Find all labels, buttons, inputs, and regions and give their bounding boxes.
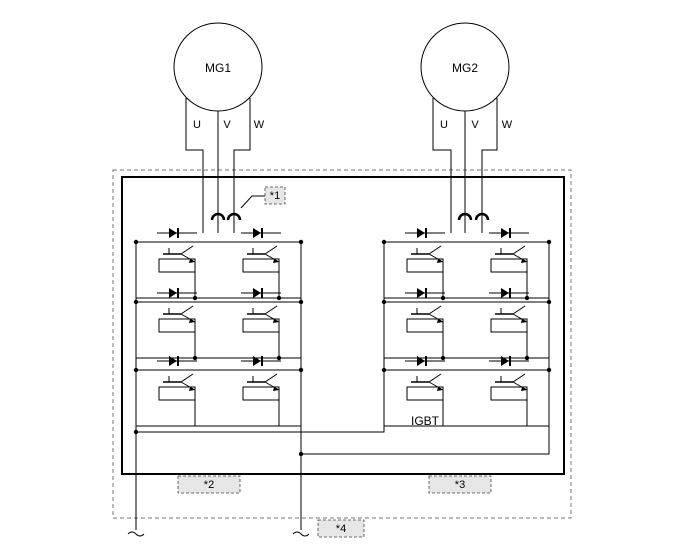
mg1-motor: MG1 U V W — [173, 22, 265, 233]
igbt-collector — [180, 245, 194, 255]
callout-3-label: *3 — [455, 479, 465, 491]
mg2-phase-v: V — [471, 119, 479, 131]
junction-dot — [276, 295, 282, 301]
igbt-arrow — [189, 259, 195, 263]
mg2-phase-w: W — [502, 119, 513, 131]
igbt-collector — [180, 305, 194, 315]
callout-2: *2 — [177, 475, 241, 494]
junction-dot — [440, 355, 446, 361]
mg2-phase-u: U — [440, 119, 448, 131]
crossing-hops — [210, 212, 490, 221]
igbt-collector — [428, 373, 442, 383]
mg1-phase-u: U — [193, 119, 201, 131]
mg1-phase-w: W — [254, 119, 265, 131]
callout-1: *1 — [240, 186, 286, 209]
igbt-collector — [428, 305, 442, 315]
igbt-collector — [512, 373, 526, 383]
callout-4: *4 — [317, 519, 365, 538]
igbt-arrow — [189, 319, 195, 323]
igbt-collector — [264, 245, 278, 255]
dc-bus — [127, 242, 550, 537]
igbt-collector — [264, 373, 278, 383]
igbt-arrow — [521, 319, 527, 323]
junction-dot — [524, 355, 530, 361]
igbt-arrow — [273, 319, 279, 323]
igbt-arrow — [273, 259, 279, 263]
mg1-phase-v: V — [223, 119, 231, 131]
igbt-arrow — [437, 319, 443, 323]
outer-enclosure — [112, 169, 572, 519]
igbt-arrow — [521, 259, 527, 263]
igbt-arrow — [273, 387, 279, 391]
igbt-label: IGBT — [411, 414, 440, 428]
igbt-arrow — [437, 387, 443, 391]
igbt-collector — [512, 305, 526, 315]
callout-3: *3 — [428, 475, 492, 494]
mg2-label: MG2 — [452, 61, 478, 75]
igbt-collector — [512, 245, 526, 255]
callout-1-label: *1 — [270, 190, 280, 202]
junction-dot — [192, 355, 198, 361]
igbt-arrow — [189, 387, 195, 391]
junction-dot — [276, 355, 282, 361]
junction-dot — [192, 295, 198, 301]
mg2-motor: MG2 U V W — [420, 22, 513, 233]
igbt-collector — [264, 305, 278, 315]
junction-dot — [524, 295, 530, 301]
callout-2-label: *2 — [204, 479, 214, 491]
callout-4-label: *4 — [336, 523, 346, 535]
igbt-arrow — [521, 387, 527, 391]
igbt-collector — [180, 373, 194, 383]
igbt-collector — [428, 245, 442, 255]
junction-dot — [440, 295, 446, 301]
mg1-bridge — [133, 228, 304, 427]
inverter-box — [121, 176, 565, 475]
igbt-arrow — [437, 259, 443, 263]
mg2-bridge — [381, 228, 552, 427]
mg1-label: MG1 — [205, 61, 231, 75]
